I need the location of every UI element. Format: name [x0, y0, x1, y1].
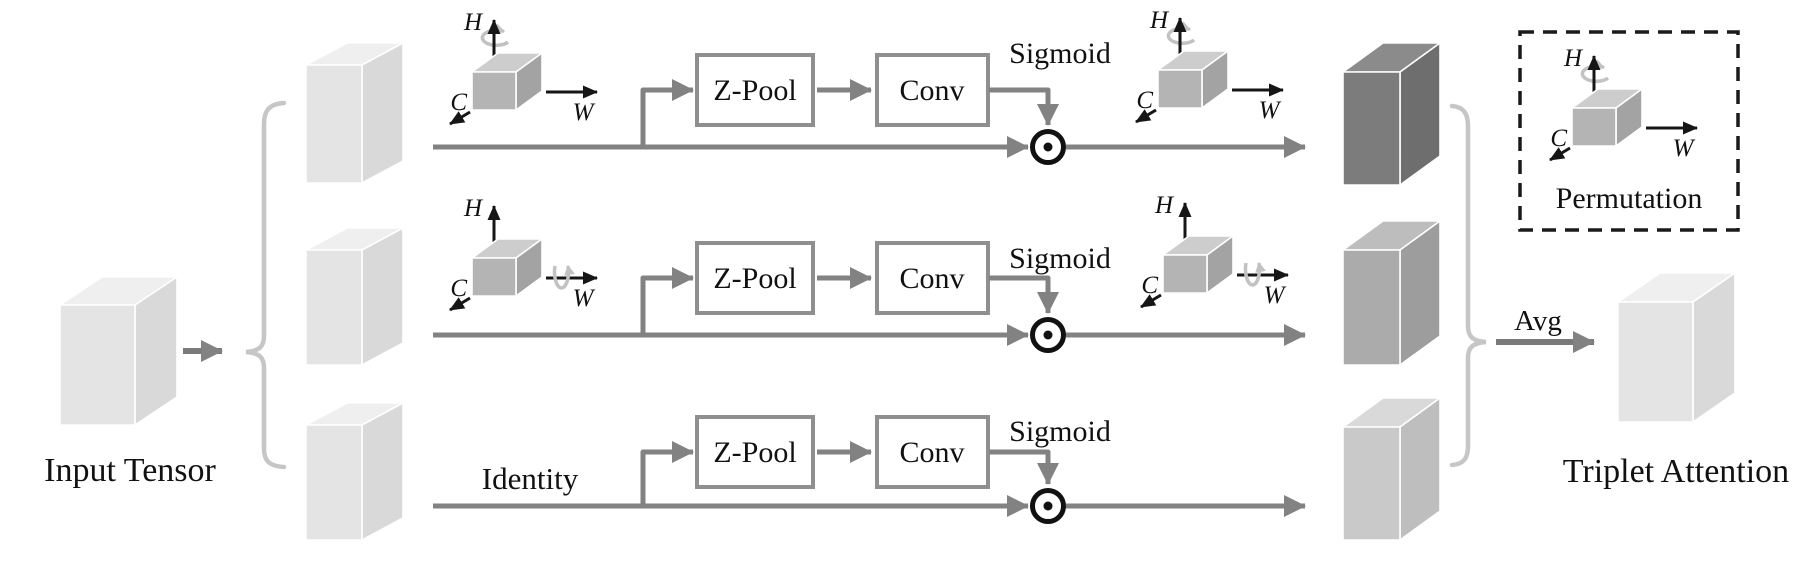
conv-label: Conv: [899, 262, 964, 295]
branch-middle: Z-Pool Conv Sigmoid: [433, 192, 1306, 353]
conv-box: [875, 241, 990, 315]
sigmoid-wire: [989, 449, 1059, 485]
triplet-attention-label: Triplet Attention: [1563, 453, 1789, 490]
branch-output-cuboid-top: [1342, 42, 1441, 186]
branch-output-cuboid-middle: [1342, 220, 1441, 366]
sigmoid-label: Sigmoid: [1009, 415, 1111, 448]
skip-tap-wire: [640, 79, 694, 149]
branch-top: Z-Pool Conv Sigmoid: [433, 7, 1306, 165]
legend-permuted-cube: [1550, 45, 1697, 162]
zpool-box: [695, 53, 815, 127]
permuted-cube-cw-left: [450, 195, 597, 312]
permutation-label: Permutation: [1556, 182, 1703, 215]
branch-output-cuboid-bottom: [1342, 397, 1441, 541]
skip-tap-wire: [640, 441, 694, 508]
branch-input-cuboid-bottom: [305, 402, 404, 541]
conv-box: [875, 415, 990, 489]
merge-brace: [1449, 103, 1487, 468]
zpool-label: Z-Pool: [713, 436, 796, 469]
sigmoid-wire: [989, 275, 1059, 314]
conv-label: Conv: [899, 74, 964, 107]
identity-label: Identity: [482, 461, 579, 496]
branch-input-cuboid-top: [305, 42, 404, 184]
split-brace: [245, 100, 287, 470]
zpool-label: Z-Pool: [713, 262, 796, 295]
permuted-cube-cw-right: [1141, 192, 1288, 309]
permuted-cube-hc-left: [450, 9, 597, 126]
permutation-legend: Permutation: [1518, 30, 1740, 232]
avg-label: Avg: [1514, 305, 1562, 337]
sigmoid-label: Sigmoid: [1009, 242, 1111, 275]
sigmoid-label: Sigmoid: [1009, 37, 1111, 70]
sigmoid-wire: [989, 87, 1059, 126]
zpool-label: Z-Pool: [713, 74, 796, 107]
input-tensor-cuboid: [59, 276, 178, 426]
branch-input-cuboid-middle: [305, 227, 404, 366]
triplet-attention-cuboid: [1617, 272, 1736, 423]
zpool-box: [695, 415, 815, 489]
skip-tap-wire: [640, 267, 694, 337]
conv-box: [875, 53, 990, 127]
branch-bottom: Identity Z-Pool Conv Sigmoid: [433, 415, 1306, 524]
permuted-cube-hc-right: [1136, 7, 1283, 124]
input-tensor-label: Input Tensor: [44, 452, 216, 489]
conv-label: Conv: [899, 436, 964, 469]
zpool-box: [695, 241, 815, 315]
